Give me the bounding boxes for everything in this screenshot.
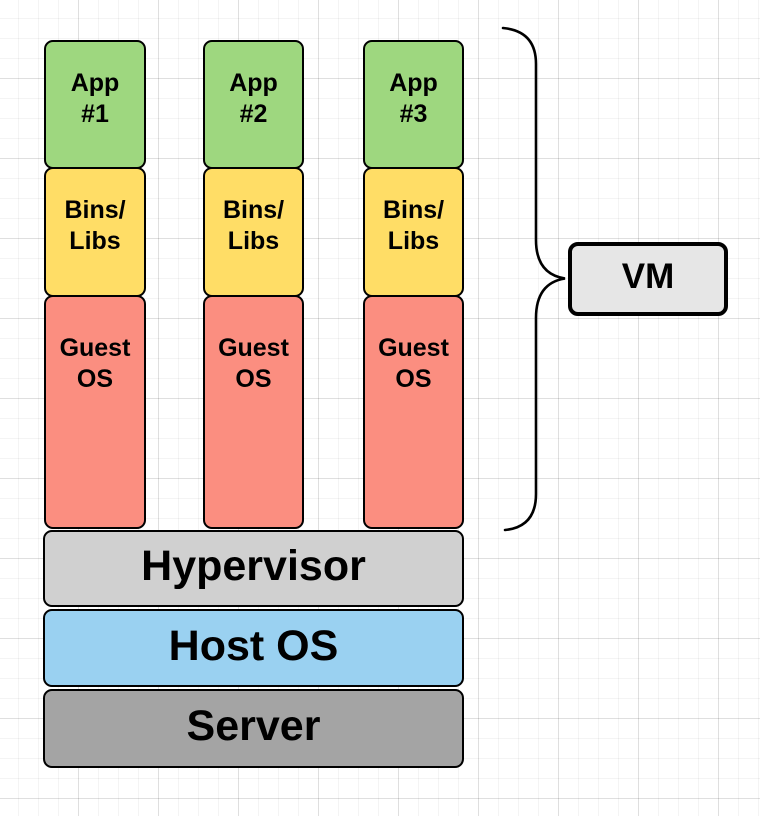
- bins-libs-box-3: Bins/ Libs: [363, 167, 464, 297]
- guest-os-box-3-label: Guest OS: [378, 334, 449, 393]
- server-box: Server: [43, 689, 464, 768]
- host-os-label: Host OS: [168, 621, 339, 670]
- app-box-2: App #2: [203, 40, 304, 169]
- host-os-box: Host OS: [43, 609, 464, 687]
- bins-libs-box-2-label: Bins/ Libs: [222, 196, 285, 255]
- hypervisor-label: Hypervisor: [141, 542, 366, 590]
- guest-os-box-1-label: Guest OS: [59, 334, 131, 393]
- bins-libs-box-1-label: Bins/ Libs: [64, 196, 126, 255]
- app-box-1: App #1: [44, 40, 146, 169]
- guest-os-box-2: Guest OS: [203, 295, 304, 529]
- guest-os-box-1: Guest OS: [44, 295, 146, 529]
- guest-os-box-3: Guest OS: [363, 295, 464, 529]
- bins-libs-box-1: Bins/ Libs: [44, 167, 146, 297]
- vm-callout-box: VM: [568, 242, 728, 316]
- bins-libs-box-3-label: Bins/ Libs: [382, 196, 445, 255]
- app-box-3-label: App #3: [389, 69, 438, 128]
- vm-callout-label: VM: [621, 257, 675, 296]
- hypervisor-box: Hypervisor: [43, 530, 464, 607]
- server-label: Server: [186, 702, 321, 750]
- bins-libs-box-2: Bins/ Libs: [203, 167, 304, 297]
- app-box-1-label: App #1: [70, 69, 120, 128]
- guest-os-box-2-label: Guest OS: [218, 334, 289, 393]
- app-box-2-label: App #2: [229, 69, 278, 128]
- app-box-3: App #3: [363, 40, 464, 169]
